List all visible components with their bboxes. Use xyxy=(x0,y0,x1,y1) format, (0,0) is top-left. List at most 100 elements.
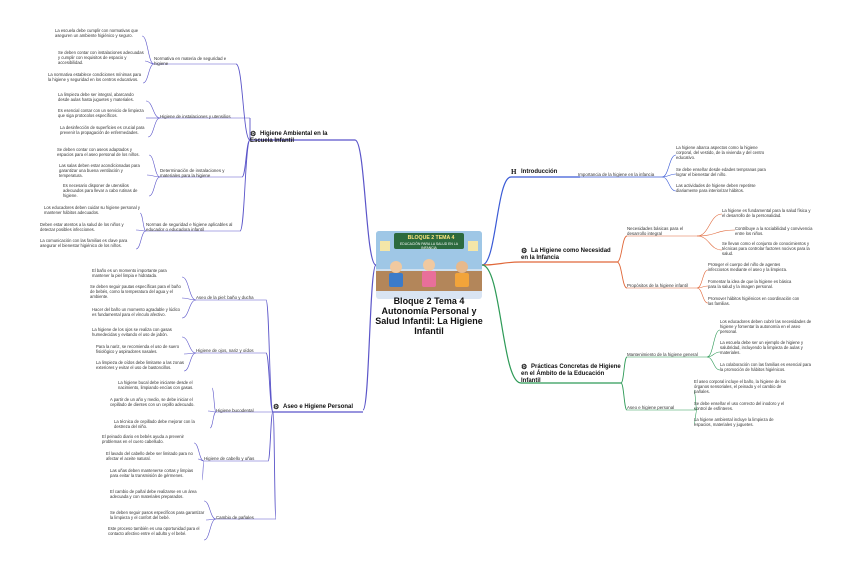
central-image: BLOQUE 2 TEMA 4 EDUCACIÓN PARA LA SALUD … xyxy=(376,231,482,299)
connector xyxy=(181,299,197,319)
leaf: Las salas deben estar acondicionadas par… xyxy=(59,163,140,179)
gear-icon: ⚙ xyxy=(273,404,280,411)
branch-necesidad[interactable]: ⚙La Higiene como Necesidad en la Infanci… xyxy=(521,248,617,262)
leaf: El baño es un momento importante para ma… xyxy=(92,268,167,279)
connector xyxy=(696,235,723,251)
sub-bucodental[interactable]: Higiene bucodental xyxy=(216,408,254,413)
leaf: La normativa establece condiciones mínim… xyxy=(48,72,142,83)
banner-subtitle: EDUCACIÓN PARA LA SALUD EN LA INFANCIA xyxy=(400,242,458,250)
leaf: Las uñas deben mantenerse cortas y limpi… xyxy=(110,468,194,479)
connector xyxy=(141,35,155,65)
sub-ojos-nariz[interactable]: Higiene de ojos, nariz y oídos xyxy=(196,348,254,353)
connector xyxy=(620,382,628,411)
connector xyxy=(267,411,274,462)
connector xyxy=(706,329,721,358)
leaf: La escuela debe ser un ejemplo de higien… xyxy=(720,340,804,356)
h-icon: H xyxy=(511,168,517,176)
leaf: La higiene ambiental incluye la limpieza… xyxy=(694,417,774,428)
leaf: Proteger el cuerpo del niño de agentes i… xyxy=(708,262,788,273)
connector xyxy=(203,518,217,541)
sub-determinacion[interactable]: Determinación de instalaciones y materia… xyxy=(160,168,225,179)
branch-practicas[interactable]: ⚙Prácticas Concretas de Higiene en el Ám… xyxy=(521,364,621,385)
connector xyxy=(239,139,251,232)
leaf: El peinado diario en bebés ayuda a preve… xyxy=(102,434,184,445)
connector xyxy=(235,63,251,141)
connector xyxy=(272,411,277,520)
sub-cambio-panales[interactable]: Cambio de pañales xyxy=(216,515,254,520)
leaf: Se debe enseñar desde edades tempranas p… xyxy=(676,167,766,178)
leaf: Es necesario disponer de utensilios adec… xyxy=(63,183,138,199)
sub-propositos[interactable]: Propósitos de la higiene infantil xyxy=(627,283,688,288)
leaf: El lavado del cabello debe ser limitado … xyxy=(106,451,193,462)
leaf: Fomentar la idea de que la higiene es bá… xyxy=(708,279,792,290)
leaf: Hacer del baño un momento agradable y lú… xyxy=(92,307,180,318)
connector xyxy=(207,410,217,413)
gear-icon: ⚙ xyxy=(250,131,257,138)
connector xyxy=(211,387,217,413)
connector xyxy=(203,500,217,520)
connector xyxy=(209,411,217,429)
leaf: La escuela debe cumplir con normativas q… xyxy=(55,28,139,39)
leaf: Se deben seguir pasos específicos para g… xyxy=(110,510,205,521)
sub-normas-educador[interactable]: Normas de seguridad e higiene aplicables… xyxy=(146,222,233,233)
connector xyxy=(139,212,147,232)
sub-normativa[interactable]: Normativa en materia de seguridad e higi… xyxy=(154,56,227,67)
connector xyxy=(616,235,628,263)
branch-connector xyxy=(362,264,377,411)
leaf: Promover hábitos higiénicos en coordinac… xyxy=(708,296,800,307)
leaf: Este proceso también es una oportunidad … xyxy=(108,526,200,537)
connector xyxy=(693,389,698,411)
leaf: La higiene bucal debe iniciarse desde el… xyxy=(118,380,194,391)
connector xyxy=(144,60,155,65)
classroom-illustration xyxy=(376,231,482,291)
connector xyxy=(197,458,205,462)
leaf: Es esencial contar con un servicio de li… xyxy=(58,108,144,119)
branch-connector xyxy=(481,264,522,384)
branch-higiene-ambiental[interactable]: ⚙Higiene Ambiental en la Escuela Infanti… xyxy=(250,131,350,145)
branch-title: Introducción xyxy=(521,169,558,175)
connector xyxy=(706,351,721,358)
leaf: La comunicación con las familias es clav… xyxy=(40,238,128,249)
leaf: La limpieza de oídos debe limitarse a la… xyxy=(96,360,184,371)
branch-connector xyxy=(481,176,512,266)
leaf: La higiene de los ojos se realiza con ga… xyxy=(92,327,172,338)
sub-aseo-higiene-personal[interactable]: Aseo e higiene personal xyxy=(627,405,675,410)
sub-importancia[interactable]: Importancia de la higiene en la infancia xyxy=(578,172,655,177)
connector xyxy=(135,229,147,232)
connector xyxy=(181,276,197,301)
connector xyxy=(696,213,723,237)
connector xyxy=(193,442,205,462)
connector xyxy=(661,173,677,178)
leaf: Se deben seguir pautas específicas para … xyxy=(90,284,181,300)
sub-mantenimiento[interactable]: Mantenimiento de la higiene general xyxy=(627,352,698,357)
leaf: La desinfección de superficies es crucia… xyxy=(60,125,145,136)
connector xyxy=(181,336,197,354)
leaf: Para la nariz, se recomienda el uso de s… xyxy=(96,344,180,355)
branch-aseo-higiene[interactable]: ⚙Aseo e Higiene Personal xyxy=(273,404,363,411)
leaf: Se debe enseñar el uso correcto del inod… xyxy=(694,401,785,412)
sub-aseo-piel[interactable]: Aseo de la piel: baño y ducha xyxy=(196,295,254,300)
leaf: Los educadores deben cubrir las necesida… xyxy=(720,319,812,335)
sub-necesidades-basicas[interactable]: Necesidades básicas para el desarrollo i… xyxy=(627,226,684,237)
branch-title: Higiene Ambiental en la Escuela Infantil xyxy=(250,131,328,144)
branch-introduccion[interactable]: H Introducción xyxy=(511,169,581,176)
leaf: A partir de un año y medio, se debe inic… xyxy=(110,397,195,408)
connector xyxy=(183,352,197,355)
sub-cabello-unas[interactable]: Higiene de cabello y uñas xyxy=(204,456,255,461)
connector xyxy=(693,409,698,425)
leaf: Los educadores deben cuidar su higiene p… xyxy=(44,205,140,216)
leaf: Las actividades de higiene deben repetir… xyxy=(676,183,756,194)
gear-icon: ⚙ xyxy=(521,248,528,255)
leaf: La limpieza debe ser integral, abarcando… xyxy=(58,92,134,103)
leaf: El aseo corporal incluye el baño, la hig… xyxy=(694,379,786,395)
connector xyxy=(148,176,161,197)
sub-instalaciones[interactable]: Higiene de instalaciones y utensilios xyxy=(160,114,231,119)
branch-title: Prácticas Concretas de Higiene en el Ámb… xyxy=(521,364,621,384)
connector xyxy=(183,352,197,372)
leaf: Se deben contar con instalaciones adecua… xyxy=(58,50,144,66)
branch-title: La Higiene como Necesidad en la Infancia xyxy=(521,248,611,261)
leaf: La higiene es fundamental para la salud … xyxy=(722,208,811,219)
branch-connector xyxy=(354,139,377,266)
leaf: Se llevan como el conjunto de conocimien… xyxy=(722,241,810,257)
